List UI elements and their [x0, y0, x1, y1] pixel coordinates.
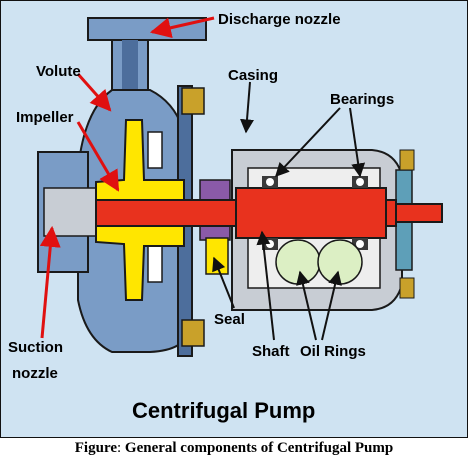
arrow-shaft	[256, 230, 275, 341]
arrow-suction-nozzle	[39, 225, 61, 339]
arrow-oil-ring-right	[321, 270, 342, 341]
label-suction-line2: nozzle	[12, 365, 58, 382]
bolt-bottom-left	[181, 319, 205, 347]
bolt-top-right	[399, 149, 415, 171]
arrow-impeller	[76, 121, 120, 192]
label-oil-rings: Oil Rings	[300, 343, 366, 360]
arrow-seal	[212, 256, 235, 309]
label-impeller: Impeller	[16, 109, 74, 126]
diagram-title: Centrifugal Pump	[132, 398, 315, 423]
bearing-right	[352, 176, 368, 250]
label-discharge-nozzle: Discharge nozzle	[218, 11, 341, 28]
figure-caption: Figure: General components of Centrifuga…	[0, 440, 468, 457]
arrow-discharge-nozzle	[149, 16, 215, 39]
label-seal: Seal	[214, 311, 245, 328]
caption-prefix: Figure	[74, 440, 117, 456]
arrow-volute	[76, 73, 112, 112]
arrow-casing	[240, 81, 254, 134]
centrifugal-pump-diagram: Discharge nozzle Volute Impeller Casing …	[0, 0, 468, 438]
arrow-oil-ring-left	[296, 270, 317, 341]
bolt-mid-right	[399, 277, 415, 299]
arrow-bearings-left	[275, 107, 341, 178]
suction-nozzle	[37, 151, 99, 273]
arrow-bearings-right	[349, 107, 366, 178]
label-shaft: Shaft	[252, 343, 290, 360]
label-volute: Volute	[36, 63, 81, 80]
caption-separator: :	[116, 440, 122, 456]
bolt-top-left	[181, 87, 205, 115]
label-casing: Casing	[228, 67, 278, 84]
diagram-frame: Discharge nozzle Volute Impeller Casing …	[0, 0, 468, 438]
shaft	[95, 187, 443, 239]
label-suction-line1: Suction	[8, 339, 63, 356]
caption-text: General components of Centrifugal Pump	[121, 440, 394, 456]
label-bearings: Bearings	[330, 91, 394, 108]
